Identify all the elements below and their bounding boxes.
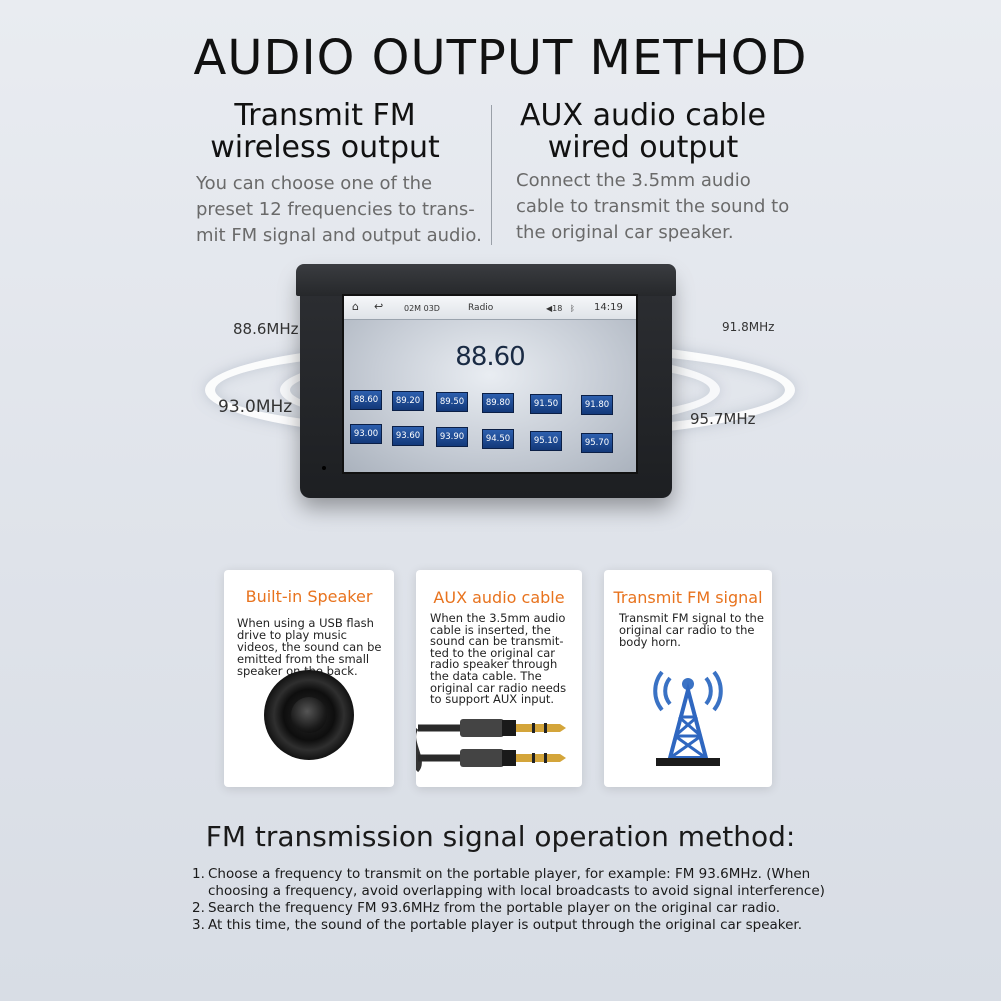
wave-label-91-8: 91.8MHz bbox=[722, 320, 775, 334]
wave-label-95-7: 95.7MHz bbox=[690, 410, 756, 428]
fm-desc-line2: preset 12 frequencies to trans- bbox=[196, 199, 475, 220]
aux-text-line: cable is inserted, the bbox=[430, 622, 551, 637]
speaker-text-line: videos, the sound can be bbox=[237, 640, 382, 654]
aux-output-description: Connect the 3.5mm audio cable to transmi… bbox=[516, 168, 806, 246]
screen-title: Radio bbox=[468, 303, 494, 313]
page-title: AUDIO OUTPUT METHOD bbox=[193, 30, 808, 86]
wave-label-93-0: 93.0MHz bbox=[218, 397, 293, 417]
radio-tower-icon bbox=[653, 670, 723, 766]
aux-text-line: radio speaker through bbox=[430, 657, 558, 672]
operation-title: FM transmission signal operation method: bbox=[205, 820, 796, 853]
aux-desc-line2: cable to transmit the sound to bbox=[516, 196, 790, 217]
aux-card-text: When the 3.5mm audio cable is inserted, … bbox=[430, 611, 580, 707]
fm-output-title: Transmit FM wireless output bbox=[190, 100, 460, 164]
aux-card: AUX audio cable When the 3.5mm audio cab… bbox=[416, 570, 582, 787]
speaker-card-title: Built-in Speaker bbox=[245, 587, 373, 606]
device-sun-visor bbox=[296, 264, 676, 296]
operation-step: 2. Search the frequency FM 93.6MHz from … bbox=[192, 900, 832, 917]
aux-desc-line1: Connect the 3.5mm audio bbox=[516, 170, 751, 191]
aux-desc-line3: the original car speaker. bbox=[516, 222, 734, 243]
aux-output-title: AUX audio cable wired output bbox=[508, 100, 778, 164]
speaker-cap-icon bbox=[291, 697, 327, 733]
speaker-card: Built-in Speaker When using a USB flash … bbox=[224, 570, 394, 787]
fm-text-line: original car radio to the bbox=[619, 623, 755, 637]
aux-text-line: to support AUX input. bbox=[430, 692, 555, 707]
speaker-text-line: drive to play music bbox=[237, 628, 347, 642]
operation-step: 1. Choose a frequency to transmit on the… bbox=[192, 866, 832, 900]
step-text: Search the frequency FM 93.6MHz from the… bbox=[208, 900, 781, 916]
preset-button[interactable]: 95.70 bbox=[581, 433, 613, 453]
preset-button[interactable]: 91.50 bbox=[530, 394, 562, 414]
bluetooth-icon: ᛒ bbox=[570, 304, 575, 313]
step-number: 1. bbox=[192, 866, 205, 882]
aux-output-title-line1: AUX audio cable bbox=[520, 98, 766, 133]
aux-text-line: When the 3.5mm audio bbox=[430, 611, 566, 625]
fm-text-line: Transmit FM signal to the bbox=[619, 611, 764, 625]
preset-button[interactable]: 94.50 bbox=[482, 429, 514, 449]
preset-button[interactable]: 91.80 bbox=[581, 395, 613, 415]
preset-button[interactable]: 93.90 bbox=[436, 427, 468, 447]
fm-output-description: You can choose one of the preset 12 freq… bbox=[196, 171, 496, 249]
aux-cable-icon bbox=[416, 719, 566, 773]
step-number: 2. bbox=[192, 900, 205, 916]
aux-card-title: AUX audio cable bbox=[433, 588, 565, 607]
aux-output-title-line2: wired output bbox=[547, 130, 739, 165]
fm-desc-line3: mit FM signal and output audio. bbox=[196, 225, 482, 246]
fm-output-title-line2: wireless output bbox=[210, 130, 440, 165]
step-text: Choose a frequency to transmit on the po… bbox=[208, 866, 825, 899]
aux-text-line: sound can be transmit- bbox=[430, 634, 564, 649]
wave-label-88-6: 88.6MHz bbox=[233, 320, 299, 338]
speaker-text-line: When using a USB flash bbox=[237, 616, 374, 630]
back-icon[interactable]: ↩ bbox=[374, 300, 384, 313]
volume-indicator[interactable]: ◀18 bbox=[546, 304, 563, 313]
preset-button[interactable]: 93.60 bbox=[392, 426, 424, 446]
fm-desc-line1: You can choose one of the bbox=[196, 173, 433, 194]
device-indicator-led bbox=[322, 466, 326, 470]
speaker-text-line: emitted from the small bbox=[237, 652, 370, 666]
preset-button[interactable]: 89.50 bbox=[436, 392, 468, 412]
aux-text-line: original car radio needs bbox=[430, 680, 567, 695]
status-date: 02M 03D bbox=[404, 304, 440, 313]
aux-text-line: the data cable. The bbox=[430, 668, 542, 683]
aux-text-line: ted to the original car bbox=[430, 645, 556, 660]
fm-card-title: Transmit FM signal bbox=[613, 588, 763, 607]
device-screen: ⌂ ↩ 02M 03D Radio ◀18 ᛒ 14:19 88.60 88.6… bbox=[342, 294, 638, 474]
column-divider bbox=[491, 105, 492, 245]
current-frequency: 88.60 bbox=[455, 342, 525, 372]
preset-button[interactable]: 89.20 bbox=[392, 391, 424, 411]
preset-button[interactable]: 89.80 bbox=[482, 393, 514, 413]
home-icon[interactable]: ⌂ bbox=[352, 300, 359, 313]
preset-button[interactable]: 93.00 bbox=[350, 424, 382, 444]
fm-output-title-line1: Transmit FM bbox=[234, 98, 416, 133]
operation-step: 3. At this time, the sound of the portab… bbox=[192, 917, 832, 934]
fm-card-text: Transmit FM signal to the original car r… bbox=[619, 612, 769, 648]
fm-card: Transmit FM signal Transmit FM signal to… bbox=[604, 570, 772, 787]
fm-text-line: body horn. bbox=[619, 635, 681, 649]
preset-button[interactable]: 88.60 bbox=[350, 390, 382, 410]
status-time: 14:19 bbox=[594, 302, 623, 313]
speaker-card-text: When using a USB flash drive to play mus… bbox=[237, 617, 389, 677]
preset-button[interactable]: 95.10 bbox=[530, 431, 562, 451]
status-bar: ⌂ ↩ 02M 03D Radio ◀18 ᛒ 14:19 bbox=[344, 296, 636, 320]
step-number: 3. bbox=[192, 917, 205, 933]
step-text: At this time, the sound of the portable … bbox=[208, 917, 803, 933]
operation-steps: 1. Choose a frequency to transmit on the… bbox=[192, 866, 832, 934]
